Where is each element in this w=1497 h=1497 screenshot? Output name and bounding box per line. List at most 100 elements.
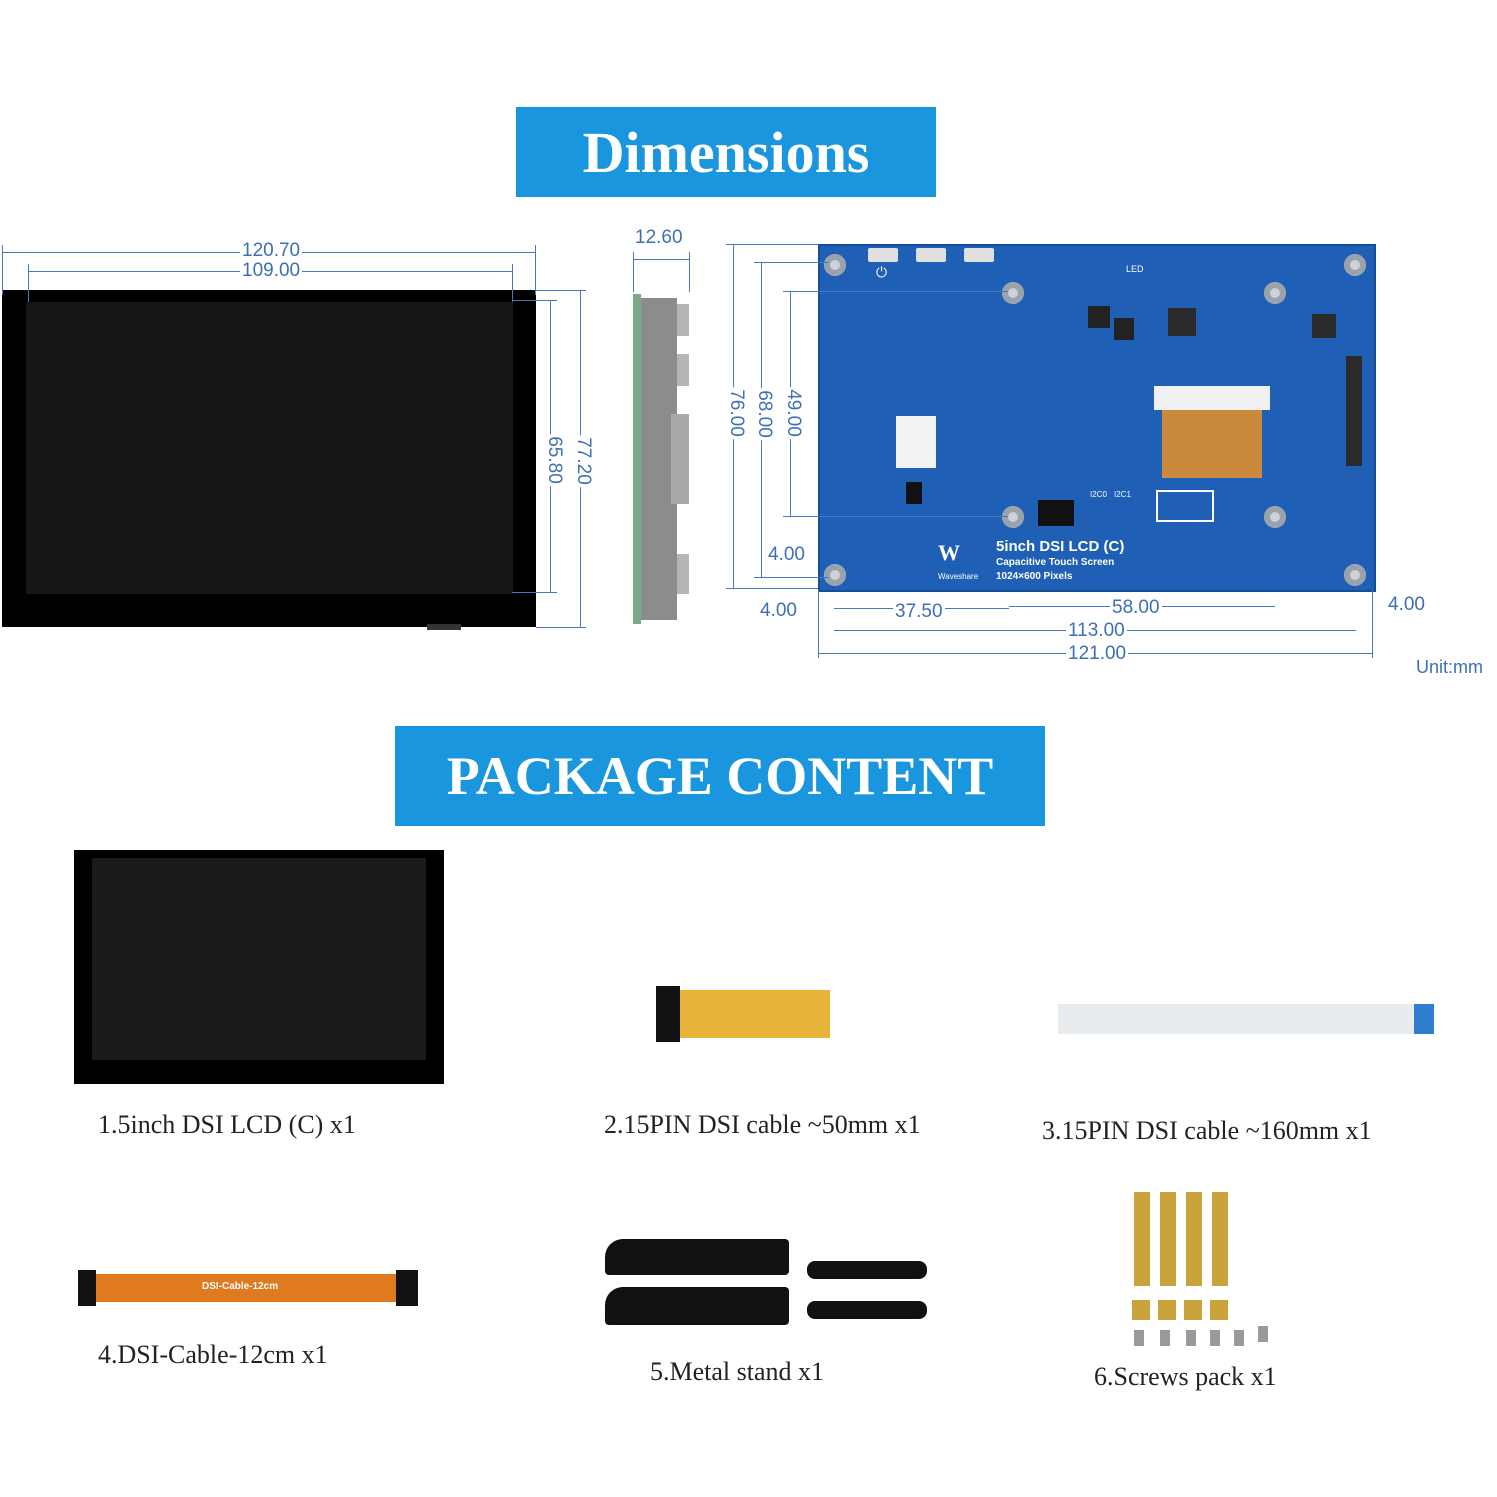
mounting-hole — [824, 564, 846, 586]
standoff — [677, 354, 689, 386]
mounting-hole — [1002, 506, 1024, 528]
dimensions-heading: Dimensions — [516, 107, 936, 197]
dim-front-inner-width: 109.00 — [240, 260, 303, 281]
board-sub1: Capacitive Touch Screen — [996, 557, 1115, 568]
dim-back-edge-b: 4.00 — [758, 600, 799, 621]
standoff — [677, 554, 689, 594]
i2c1-label: I2C1 — [1114, 490, 1131, 499]
dim-tick — [818, 590, 819, 658]
screw — [1258, 1326, 1268, 1342]
dim-tick — [512, 264, 513, 302]
lcd-active-area — [26, 302, 513, 594]
cable-stiffener — [78, 1270, 96, 1306]
standoff-short — [1184, 1300, 1202, 1320]
standoff-long — [1160, 1192, 1176, 1286]
screw — [1134, 1330, 1144, 1346]
dim-tick — [754, 262, 829, 263]
dim-back-37: 37.50 — [893, 601, 945, 622]
standoff-short — [1210, 1300, 1228, 1320]
unit-label: Unit:mm — [1416, 657, 1483, 677]
fpc-connector — [1154, 386, 1270, 410]
caption-item4: 4.DSI-Cable-12cm x1 — [98, 1340, 328, 1369]
small-chip — [906, 482, 922, 504]
dim-front-outer-height: 77.20 — [572, 435, 594, 487]
side-connector — [1346, 356, 1362, 466]
caption-item5: 5.Metal stand x1 — [650, 1357, 825, 1386]
dim-tick — [783, 291, 1008, 292]
header-block — [1156, 490, 1214, 522]
cable-body — [96, 1274, 396, 1302]
package-lcd-image — [74, 850, 444, 1084]
chip — [1168, 308, 1196, 336]
screw — [1186, 1330, 1196, 1346]
standoff-short — [1132, 1300, 1150, 1320]
dim-tick — [536, 627, 586, 628]
dim-tick — [536, 290, 586, 291]
dim-tick — [1372, 590, 1373, 658]
cable-body — [1058, 1004, 1418, 1034]
dim-front-inner-height: 65.80 — [543, 434, 565, 486]
stand-foot — [807, 1301, 927, 1319]
board-model: 5inch DSI LCD (C) — [996, 538, 1125, 555]
lcd-active-area — [92, 858, 426, 1060]
dim-back-58: 58.00 — [1110, 597, 1162, 618]
standoff-long — [1212, 1192, 1228, 1286]
cable-stiffener — [396, 1270, 418, 1306]
brightness-up-button — [916, 248, 946, 262]
package-ffc-160mm-image — [1058, 1004, 1434, 1034]
dim-line-12 — [633, 259, 689, 260]
dim-back-121: 121.00 — [1066, 643, 1129, 664]
lcd-front-view — [2, 290, 536, 630]
i2c0-label: I2C0 — [1090, 490, 1107, 499]
brand-label: Waveshare — [938, 572, 979, 581]
chip — [1312, 314, 1336, 338]
chip — [1114, 318, 1134, 340]
mounting-hole — [1344, 564, 1366, 586]
standoff-long — [1186, 1192, 1202, 1286]
dim-side-thickness: 12.60 — [633, 227, 685, 248]
cable-label: DSI-Cable-12cm — [202, 1281, 279, 1292]
dim-back-outer-height: 76.00 — [725, 387, 747, 439]
board-sub2: 1024×600 Pixels — [996, 571, 1073, 582]
dim-back-edge-a: 4.00 — [766, 544, 807, 565]
chip — [1088, 306, 1110, 328]
stand-bar — [605, 1239, 789, 1275]
brightness-down-button — [964, 248, 994, 262]
mounting-hole — [1002, 282, 1024, 304]
stand-bar — [605, 1287, 789, 1325]
connector — [671, 414, 689, 504]
fpc-tab — [427, 624, 461, 630]
dim-tick — [512, 592, 557, 593]
standoff — [677, 304, 689, 336]
cable-end-blue — [1414, 1004, 1434, 1034]
dim-back-hole-height: 68.00 — [753, 388, 775, 440]
screw — [1160, 1330, 1170, 1346]
caption-item3: 3.15PIN DSI cable ~160mm x1 — [1042, 1116, 1372, 1145]
led-label: LED — [1126, 264, 1144, 274]
screw — [1210, 1330, 1220, 1346]
dim-tick — [754, 577, 829, 578]
cable-body — [680, 990, 830, 1038]
power-icon: ⏻ — [876, 264, 888, 280]
mounting-hole — [824, 254, 846, 276]
glass-edge — [633, 294, 641, 624]
dim-tick — [28, 264, 29, 302]
package-stand-image — [605, 1235, 930, 1330]
caption-item2: 2.15PIN DSI cable ~50mm x1 — [604, 1110, 921, 1139]
package-fpc-50mm-image — [656, 986, 830, 1042]
dim-tick — [512, 300, 557, 301]
caption-item6: 6.Screws pack x1 — [1094, 1362, 1277, 1391]
package-heading: PACKAGE CONTENT — [395, 726, 1045, 826]
lcd-side-view — [633, 294, 689, 624]
touch-connector — [896, 416, 936, 468]
dim-front-outer-width: 120.70 — [240, 240, 303, 261]
dim-tick — [726, 244, 818, 245]
dim-back-113: 113.00 — [1066, 620, 1127, 641]
dim-tick — [689, 252, 690, 292]
mounting-hole — [1344, 254, 1366, 276]
dim-back-mid-height: 49.00 — [782, 387, 804, 439]
package-dsi-12cm-image: DSI-Cable-12cm — [78, 1270, 418, 1306]
caption-item1: 1.5inch DSI LCD (C) x1 — [98, 1110, 356, 1139]
screw — [1234, 1330, 1244, 1346]
waveshare-logo: W — [938, 540, 960, 565]
